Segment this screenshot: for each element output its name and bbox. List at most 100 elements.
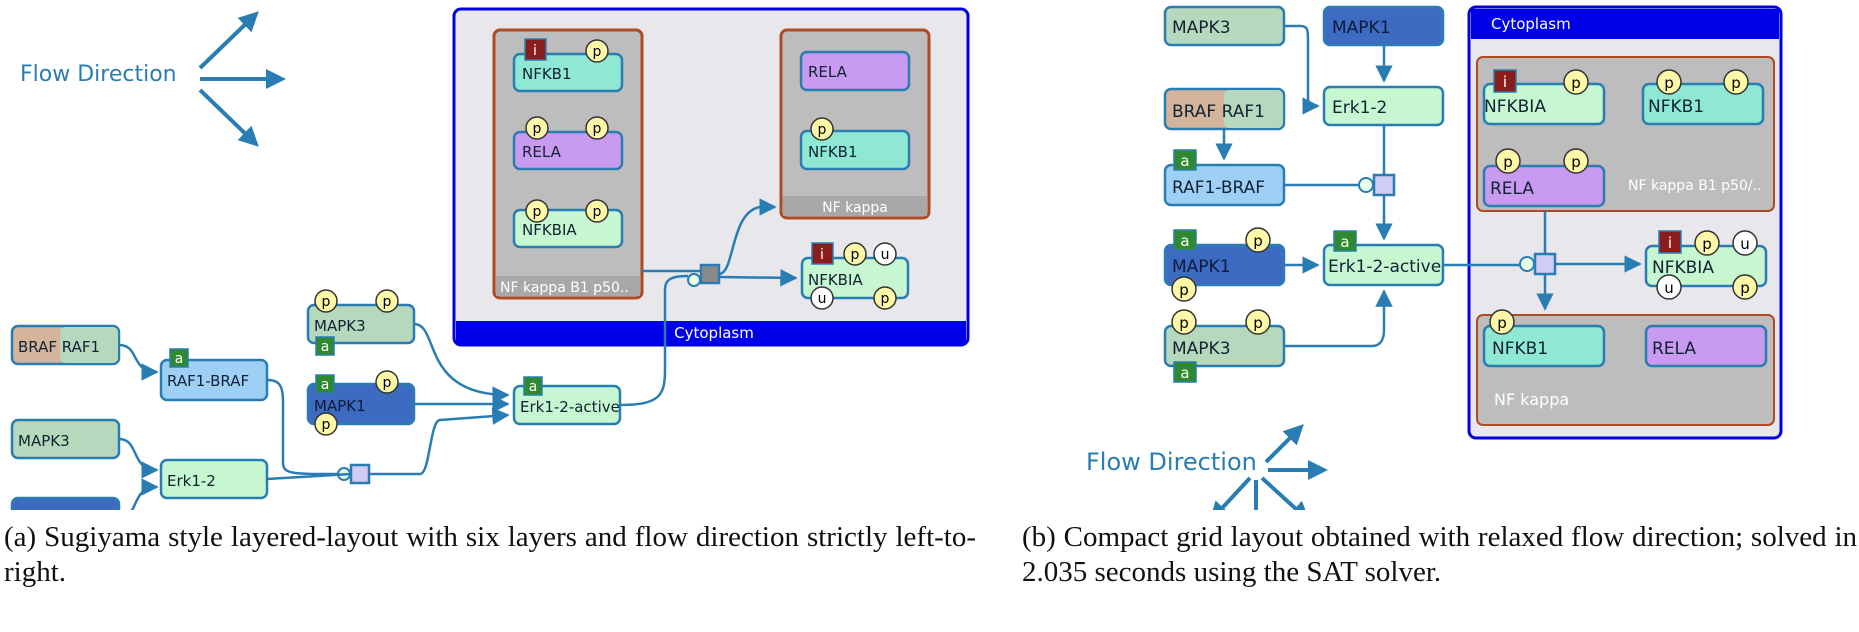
- state-p-icon: p: [322, 294, 331, 310]
- state-variables-b: a a p p a p p a i p p p p p: [1171, 69, 1758, 383]
- state-i-icon: i: [820, 247, 824, 263]
- caption-a-tag: (a): [4, 521, 37, 553]
- svg-text:NFKB1: NFKB1: [1492, 339, 1548, 359]
- state-p-icon: p: [881, 291, 890, 307]
- svg-text:Erk1-2: Erk1-2: [1332, 98, 1387, 118]
- node-mapk1[interactable]: MAPK1: [306, 382, 416, 426]
- node-nfkb1[interactable]: NFKB1: [799, 129, 911, 171]
- state-u-icon: u: [1740, 235, 1750, 253]
- svg-text:NFKB1: NFKB1: [808, 143, 858, 161]
- state-p-icon: p: [1740, 279, 1750, 297]
- state-a-icon: a: [1180, 232, 1189, 250]
- state-p-icon: p: [1253, 232, 1263, 250]
- complex-nf-kappa-b: NF kappa NFKB1 RELA: [1476, 314, 1775, 426]
- process-node: [349, 463, 371, 485]
- svg-text:NFKBIA: NFKBIA: [522, 221, 577, 239]
- svg-text:NFKBIA: NFKBIA: [1652, 258, 1714, 278]
- state-a-icon: a: [529, 379, 538, 395]
- catalysis-icon: [687, 273, 701, 287]
- node-braf-raf1[interactable]: BRAF RAF1: [10, 324, 121, 366]
- state-p-icon: p: [1497, 314, 1507, 332]
- node-nfkb1[interactable]: NFKB1: [512, 52, 624, 93]
- state-a-icon: a: [1340, 233, 1349, 251]
- flow-arrow-up-icon: [198, 11, 259, 70]
- node-mapk1-a[interactable]: MAPK1: [10, 496, 121, 510]
- svg-text:NFKB1: NFKB1: [1648, 97, 1704, 117]
- svg-text:NFKBIA: NFKBIA: [808, 271, 863, 289]
- panel-b: Cytoplasm NF kappa B1 p50/.. NFKBIA NFKB…: [1086, 5, 1783, 510]
- flow-direction-legend-a: Flow Direction: [20, 11, 286, 147]
- pathway-diagrams: Flow Direction Cytoplasm NF kappa B1 p50…: [10, 5, 1783, 510]
- state-p-icon: p: [1702, 235, 1712, 253]
- svg-text:RELA: RELA: [522, 143, 562, 161]
- node-erk12[interactable]: Erk1-2: [1322, 85, 1445, 127]
- state-p-icon: p: [593, 121, 602, 137]
- state-a-icon: a: [1180, 152, 1189, 170]
- state-variables-a: i p p p p p p i p u u p a: [169, 38, 897, 436]
- node-mapk3[interactable]: MAPK3: [1163, 5, 1286, 47]
- svg-text:Erk1-2-active: Erk1-2-active: [520, 398, 620, 416]
- complex-nfkb1-p50-a: NF kappa B1 p50.. NFKB1 RELA NFKBIA: [492, 28, 644, 300]
- state-p-icon: p: [383, 375, 392, 391]
- flow-arrow-down-left-icon: [1209, 476, 1252, 510]
- node-mapk3[interactable]: MAPK3: [10, 418, 121, 460]
- caption-b-text: Compact grid layout obtained with relaxe…: [1022, 521, 1857, 588]
- state-p-icon: p: [1664, 74, 1674, 92]
- svg-text:BRAF RAF1: BRAF RAF1: [1172, 102, 1265, 122]
- svg-text:MAPK1: MAPK1: [1172, 257, 1231, 277]
- complex-label: NF kappa: [1494, 390, 1569, 409]
- node-rela[interactable]: RELA: [1644, 324, 1768, 368]
- caption-b: (b) Compact grid layout obtained with re…: [1022, 520, 1857, 590]
- svg-text:RELA: RELA: [1490, 179, 1534, 199]
- state-p-icon: p: [533, 121, 542, 137]
- node-rela[interactable]: RELA: [799, 50, 911, 92]
- node-raf1-braf[interactable]: RAF1-BRAF: [159, 358, 269, 402]
- state-p-icon: p: [851, 247, 860, 263]
- panel-a: Flow Direction Cytoplasm NF kappa B1 p50…: [10, 7, 970, 510]
- flow-arrow-down-right-icon: [1260, 476, 1310, 510]
- process-node: [1372, 173, 1396, 197]
- complex-label: NF kappa B1 p50..: [500, 280, 629, 296]
- state-a-icon: a: [175, 351, 184, 367]
- state-p-icon: p: [1731, 74, 1741, 92]
- svg-text:NFKBIA: NFKBIA: [1484, 97, 1546, 117]
- caption-a: (a) Sugiyama style layered-layout with s…: [4, 520, 976, 590]
- state-a-icon: a: [321, 339, 330, 355]
- state-u-icon: u: [881, 247, 890, 263]
- node-nfkb1[interactable]: NFKB1: [1482, 324, 1606, 368]
- state-p-icon: p: [818, 122, 827, 138]
- node-erk12[interactable]: Erk1-2: [159, 458, 269, 500]
- svg-text:MAPK1: MAPK1: [314, 397, 366, 415]
- svg-text:MAPK1: MAPK1: [1332, 18, 1391, 38]
- svg-text:MAPK3: MAPK3: [1172, 339, 1231, 359]
- catalysis-icon: [1519, 256, 1535, 272]
- node-nfkbia[interactable]: NFKBIA: [1644, 244, 1768, 288]
- node-mapk1[interactable]: MAPK1: [1322, 5, 1445, 47]
- state-p-icon: p: [322, 417, 331, 433]
- state-i-icon: i: [533, 43, 537, 59]
- edges-a: [118, 198, 798, 510]
- node-rela[interactable]: RELA: [1482, 164, 1606, 208]
- node-braf-raf1[interactable]: BRAF RAF1: [1163, 87, 1286, 131]
- svg-text:Erk1-2: Erk1-2: [167, 472, 216, 490]
- state-a-icon: a: [321, 377, 330, 393]
- cytoplasm-label: Cytoplasm: [674, 324, 754, 342]
- state-p-icon: p: [1179, 281, 1189, 299]
- cytoplasm-label: Cytoplasm: [1491, 15, 1571, 33]
- svg-text:RAF1-BRAF: RAF1-BRAF: [167, 372, 249, 390]
- complex-nf-kappa-a: NF kappa RELA NFKB1: [779, 28, 931, 220]
- node-erk12-active[interactable]: Erk1-2-active: [1322, 243, 1445, 287]
- state-p-icon: p: [1571, 74, 1581, 92]
- flow-arrow-down-icon: [198, 88, 259, 147]
- state-p-icon: p: [533, 204, 542, 220]
- node-raf1-braf[interactable]: RAF1-BRAF: [1163, 163, 1286, 207]
- state-p-icon: p: [383, 294, 392, 310]
- flow-arrow-up-right-icon: [1264, 424, 1304, 464]
- svg-text:MAPK3: MAPK3: [18, 432, 70, 450]
- state-p-icon: p: [1503, 153, 1513, 171]
- node-rela[interactable]: RELA: [512, 130, 624, 171]
- state-u-icon: u: [818, 291, 827, 307]
- caption-a-text: Sugiyama style layered-layout with six l…: [4, 521, 977, 588]
- complex-label: NF kappa B1 p50/..: [1628, 178, 1762, 194]
- edges-b: [1215, 24, 1642, 348]
